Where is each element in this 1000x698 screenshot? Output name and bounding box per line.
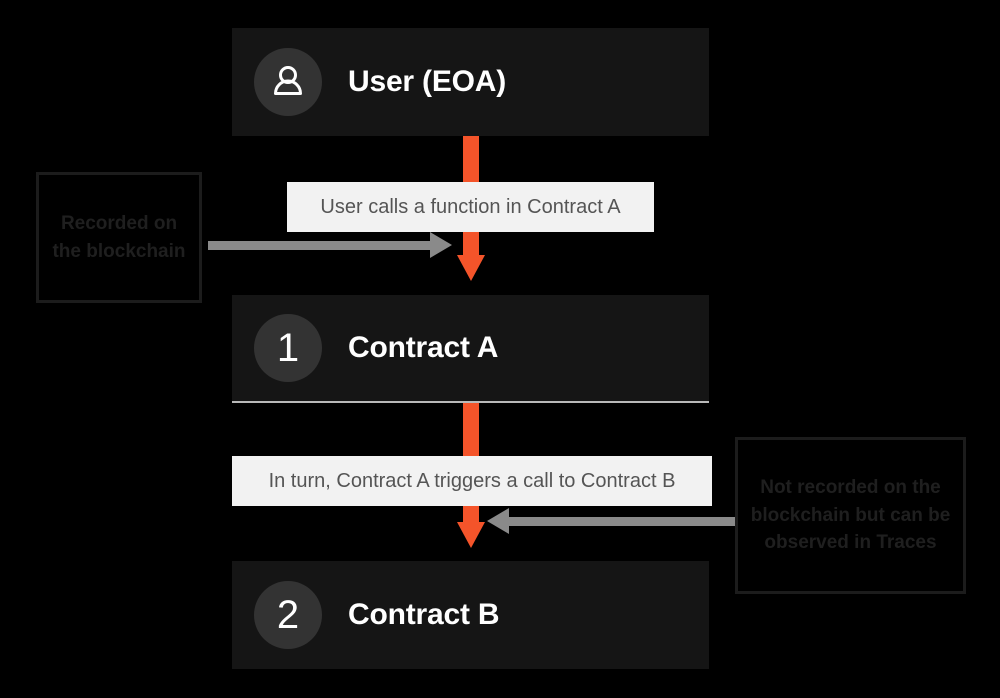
avatar xyxy=(254,48,322,116)
pointer-line-left xyxy=(208,241,432,250)
annotation-recorded-on-blockchain: Recorded on the blockchain xyxy=(36,172,202,303)
annotation-not-recorded-traces: Not recorded on the blockchain but can b… xyxy=(735,437,966,594)
node-user-eoa[interactable]: User (EOA) xyxy=(232,28,709,136)
node-label: Contract A xyxy=(348,331,499,364)
flow-arrowhead-user-to-contract-a xyxy=(457,255,485,281)
node-contract-b[interactable]: 2 Contract B xyxy=(232,561,709,669)
caption-user-calls-contract-a: User calls a function in Contract A xyxy=(287,182,654,232)
caption-contract-a-calls-contract-b: In turn, Contract A triggers a call to C… xyxy=(232,456,712,506)
node-label: Contract B xyxy=(348,598,500,631)
node-label: User (EOA) xyxy=(348,65,507,98)
pointer-line-right xyxy=(508,517,736,526)
person-icon xyxy=(274,66,302,95)
node-contract-a[interactable]: 1 Contract A xyxy=(232,295,709,403)
step-number-badge: 2 xyxy=(254,581,322,649)
flow-arrowhead-contract-a-to-contract-b xyxy=(457,522,485,548)
pointer-arrowhead-left xyxy=(430,232,452,258)
step-number-badge: 1 xyxy=(254,314,322,382)
pointer-arrowhead-right xyxy=(487,508,509,534)
